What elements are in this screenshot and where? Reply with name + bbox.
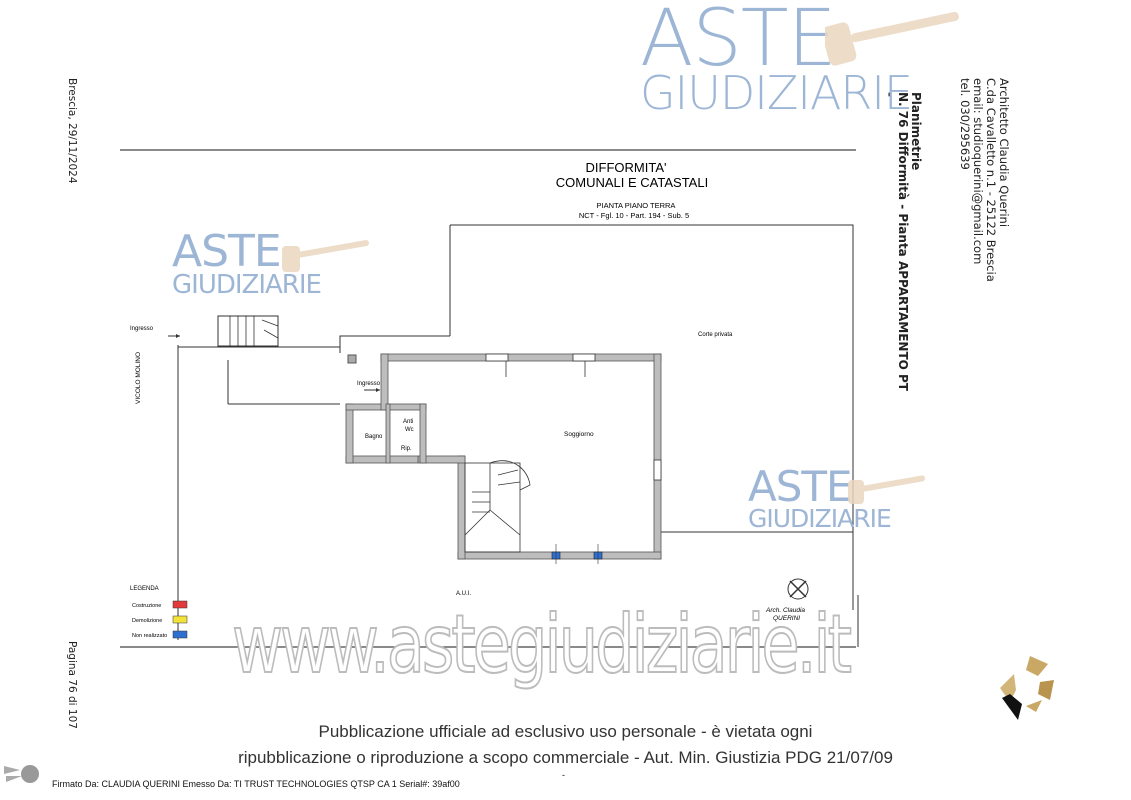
author-email: email: studioquerini@gmail.com bbox=[971, 78, 985, 265]
watermark-giudiziarie-text-3: GIUDIZIARIE bbox=[748, 504, 892, 533]
aste-watermark-left: ASTE GIUDIZIARIE bbox=[172, 226, 372, 302]
legend-swatch bbox=[172, 600, 188, 609]
aui-label: A.U.I. bbox=[456, 591, 471, 597]
author-block: Architetto Claudia Querini C.da Cavallet… bbox=[958, 78, 1011, 282]
courtyard-label: Corte privata bbox=[698, 332, 733, 338]
floor-plan: DIFFORMITA' COMUNALI E CATASTALI PIANTA … bbox=[120, 149, 859, 648]
entrance-label: Ingresso bbox=[357, 381, 381, 387]
aste-watermark-right: ASTE GIUDIZIARIE bbox=[748, 462, 928, 538]
bathroom-label: Bagno bbox=[365, 434, 383, 440]
plan-subtitle: PIANTA PIANO TERRA bbox=[597, 201, 676, 210]
plan-cadastral-ref: NCT - Fgl. 10 - Part. 194 - Sub. 5 bbox=[579, 211, 689, 220]
gavel-icon bbox=[848, 475, 926, 504]
author-phone: tel. 030/295639 bbox=[958, 78, 972, 170]
gavel-icon bbox=[282, 240, 369, 272]
stamp-name: Arch. Claudia bbox=[765, 607, 805, 614]
stamp-surname: QUERINI bbox=[773, 615, 800, 622]
document-title-line2: N. 76 Difformità - Pianta APPARTAMENTO P… bbox=[896, 92, 910, 391]
page-number: Pagina 76 di 107 bbox=[66, 641, 78, 729]
watermark-giudiziarie-text-2: GIUDIZIARIE bbox=[172, 270, 322, 300]
author-name: Architetto Claudia Querini bbox=[997, 78, 1011, 228]
publication-notice-line1: Pubblicazione ufficiale ad esclusivo uso… bbox=[318, 722, 813, 741]
legend-swatch bbox=[172, 630, 188, 639]
plan-title-2: COMUNALI E CATASTALI bbox=[556, 175, 708, 190]
legend-item-label: Demolizione bbox=[132, 618, 162, 624]
plan-title: DIFFORMITA' bbox=[586, 160, 667, 175]
street-label: VICOLO MOLINO bbox=[135, 352, 142, 404]
brand-logo-icon bbox=[1000, 656, 1054, 720]
signature-footer: Firmato Da: CLAUDIA QUERINI Emesso Da: T… bbox=[52, 779, 460, 789]
site-watermark: www.astegiudiziarie.it bbox=[231, 597, 853, 692]
wc-label: Wc bbox=[405, 427, 414, 433]
watermark-aste-text-3: ASTE bbox=[748, 462, 853, 511]
living-room-label: Soggiorno bbox=[564, 431, 594, 438]
storage-label: Rip. bbox=[401, 446, 412, 452]
aste-watermark-top: ASTE GIUDIZIARIE bbox=[640, 0, 959, 120]
legend-swatch bbox=[172, 615, 188, 624]
author-address: C.da Cavalletto n.1 - 25122 Brescia bbox=[984, 78, 998, 282]
document-date: Brescia, 29/11/2024 bbox=[66, 78, 78, 184]
document-title-line1: Planimetrie bbox=[909, 92, 923, 171]
watermark-aste-text-2: ASTE bbox=[172, 226, 282, 277]
watermark-giudiziarie-text: GIUDIZIARIE bbox=[640, 66, 913, 120]
architect-stamp: Arch. Claudia QUERINI bbox=[765, 578, 809, 622]
footer-dash: - bbox=[562, 770, 565, 780]
watermark-aste-text: ASTE bbox=[640, 0, 837, 84]
legend-item-label: Costruzione bbox=[132, 603, 161, 609]
document-title-line3: - bbox=[883, 92, 897, 97]
seal-icon bbox=[4, 765, 39, 783]
stair-entrance-label: Ingresso bbox=[130, 326, 154, 332]
legend-title: LEGENDA bbox=[130, 586, 159, 592]
publication-notice-line2: ripubblicazione o riproduzione a scopo c… bbox=[238, 748, 893, 767]
document-title: Planimetrie N. 76 Difformità - Pianta AP… bbox=[883, 92, 923, 391]
legend-item-label: Non realizzato bbox=[132, 633, 167, 639]
anti-wc-label: Anti bbox=[403, 419, 413, 425]
gavel-icon bbox=[825, 11, 959, 66]
